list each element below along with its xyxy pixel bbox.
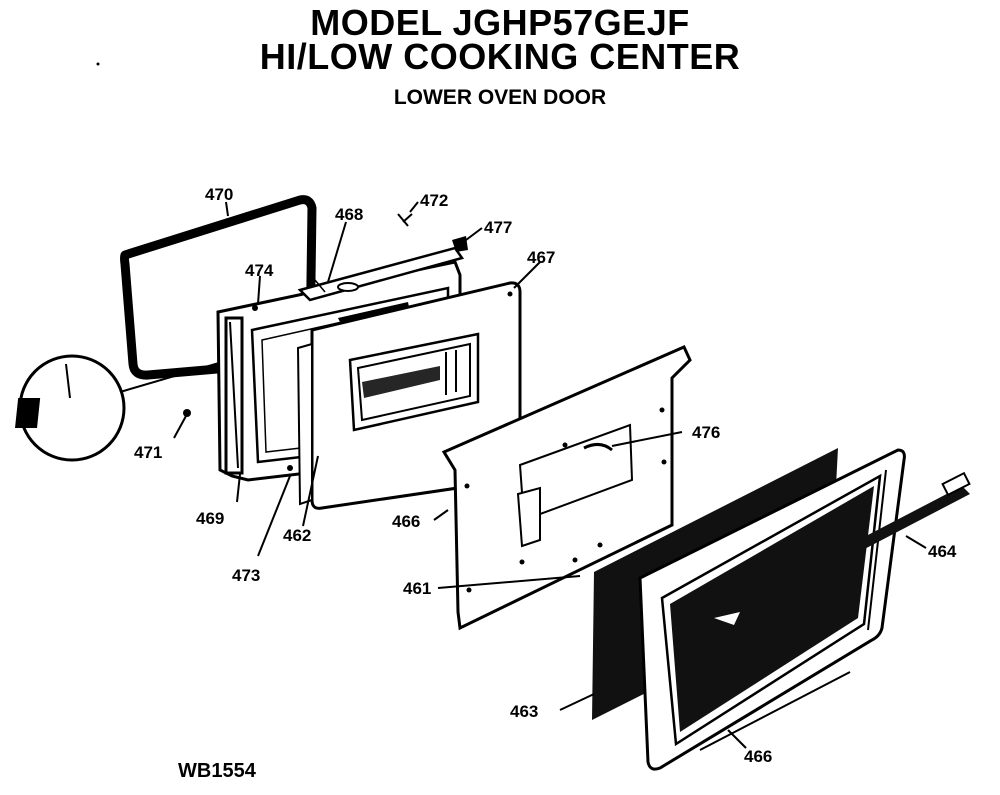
label-474: 474 bbox=[245, 261, 274, 280]
label-473: 473 bbox=[232, 566, 260, 585]
label-466-upper: 466 bbox=[392, 512, 420, 531]
part-464-handle bbox=[820, 471, 971, 568]
model-title: MODEL JGHP57GEJF bbox=[310, 2, 690, 43]
stray-mark bbox=[96, 62, 100, 66]
part-466-inner-liner bbox=[441, 345, 692, 631]
part-477-clip bbox=[452, 236, 468, 252]
clip-detail-callout bbox=[15, 354, 237, 462]
product-title: HI/LOW COOKING CENTER bbox=[259, 36, 741, 77]
section-title: LOWER OVEN DOOR bbox=[393, 86, 607, 109]
label-462: 462 bbox=[283, 526, 311, 545]
label-470: 470 bbox=[205, 185, 233, 204]
leader-lines bbox=[225, 201, 927, 749]
part-471-screw bbox=[173, 409, 191, 439]
label-463: 463 bbox=[510, 702, 538, 721]
label-471: 471 bbox=[134, 443, 162, 462]
drawing-number: WB1554 bbox=[178, 760, 256, 782]
label-466-lower: 466 bbox=[744, 747, 772, 766]
part-472-screw bbox=[397, 213, 413, 227]
label-472: 472 bbox=[420, 191, 448, 210]
label-469: 469 bbox=[196, 509, 224, 528]
part-466-outer-frame bbox=[638, 448, 906, 771]
label-461: 461 bbox=[403, 579, 431, 598]
label-468: 468 bbox=[335, 205, 363, 224]
label-476: 476 bbox=[692, 423, 720, 442]
label-477: 477 bbox=[484, 218, 512, 237]
label-464: 464 bbox=[928, 542, 957, 561]
label-467: 467 bbox=[527, 248, 555, 267]
